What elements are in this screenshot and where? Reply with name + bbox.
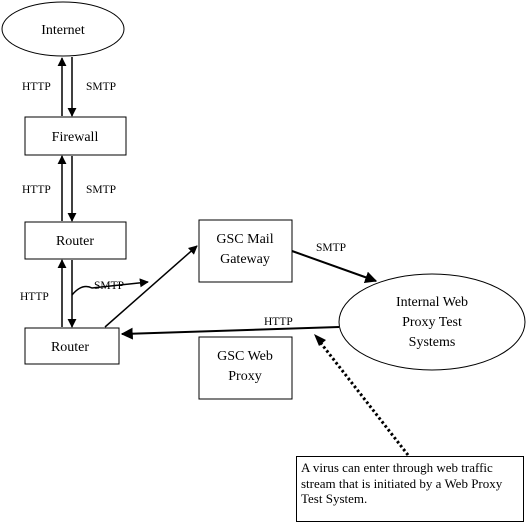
dotted-arrow-note-to-internal — [318, 341, 410, 456]
internal-systems-label-line3: Systems — [409, 335, 456, 350]
internal-systems-label-line2: Proxy Test — [402, 315, 462, 330]
internal-systems-node — [338, 273, 526, 371]
http-arrow-internal-to-router — [120, 326, 340, 340]
mail-gateway-label-line2: Gateway — [220, 252, 270, 267]
virus-note: A virus can enter through web traffic st… — [296, 456, 524, 522]
mail-gateway-node — [198, 219, 293, 283]
arrow-router-to-gateway — [104, 245, 198, 328]
router-top-node — [24, 221, 127, 260]
web-proxy-label-line2: Proxy — [228, 369, 261, 384]
internet-node — [1, 1, 125, 57]
smtp-label-3: SMTP — [94, 280, 124, 292]
mail-gateway-label-line1: GSC Mail — [216, 232, 273, 247]
router-top-label: Router — [56, 234, 94, 249]
smtp-label-4: SMTP — [316, 242, 346, 254]
firewall-label: Firewall — [52, 130, 99, 145]
router-bottom-label: Router — [51, 340, 89, 355]
internet-label: Internet — [41, 23, 85, 38]
http-label-4: HTTP — [264, 316, 293, 328]
web-proxy-label-line1: GSC Web — [217, 349, 273, 364]
dotted-arrowhead — [314, 334, 326, 346]
web-proxy-node — [198, 336, 293, 400]
smtp-label-1: SMTP — [86, 81, 116, 93]
smtp-arrow-gateway-to-internal — [291, 250, 378, 284]
http-label-3: HTTP — [20, 291, 49, 303]
internal-systems-label-line1: Internal Web — [396, 295, 468, 310]
smtp-arrow-router-to-gateway — [71, 278, 149, 296]
http-label-2: HTTP — [22, 184, 51, 196]
firewall-node — [24, 116, 127, 156]
router-bottom-node — [24, 327, 120, 365]
smtp-label-2: SMTP — [86, 184, 116, 196]
http-label-1: HTTP — [22, 81, 51, 93]
